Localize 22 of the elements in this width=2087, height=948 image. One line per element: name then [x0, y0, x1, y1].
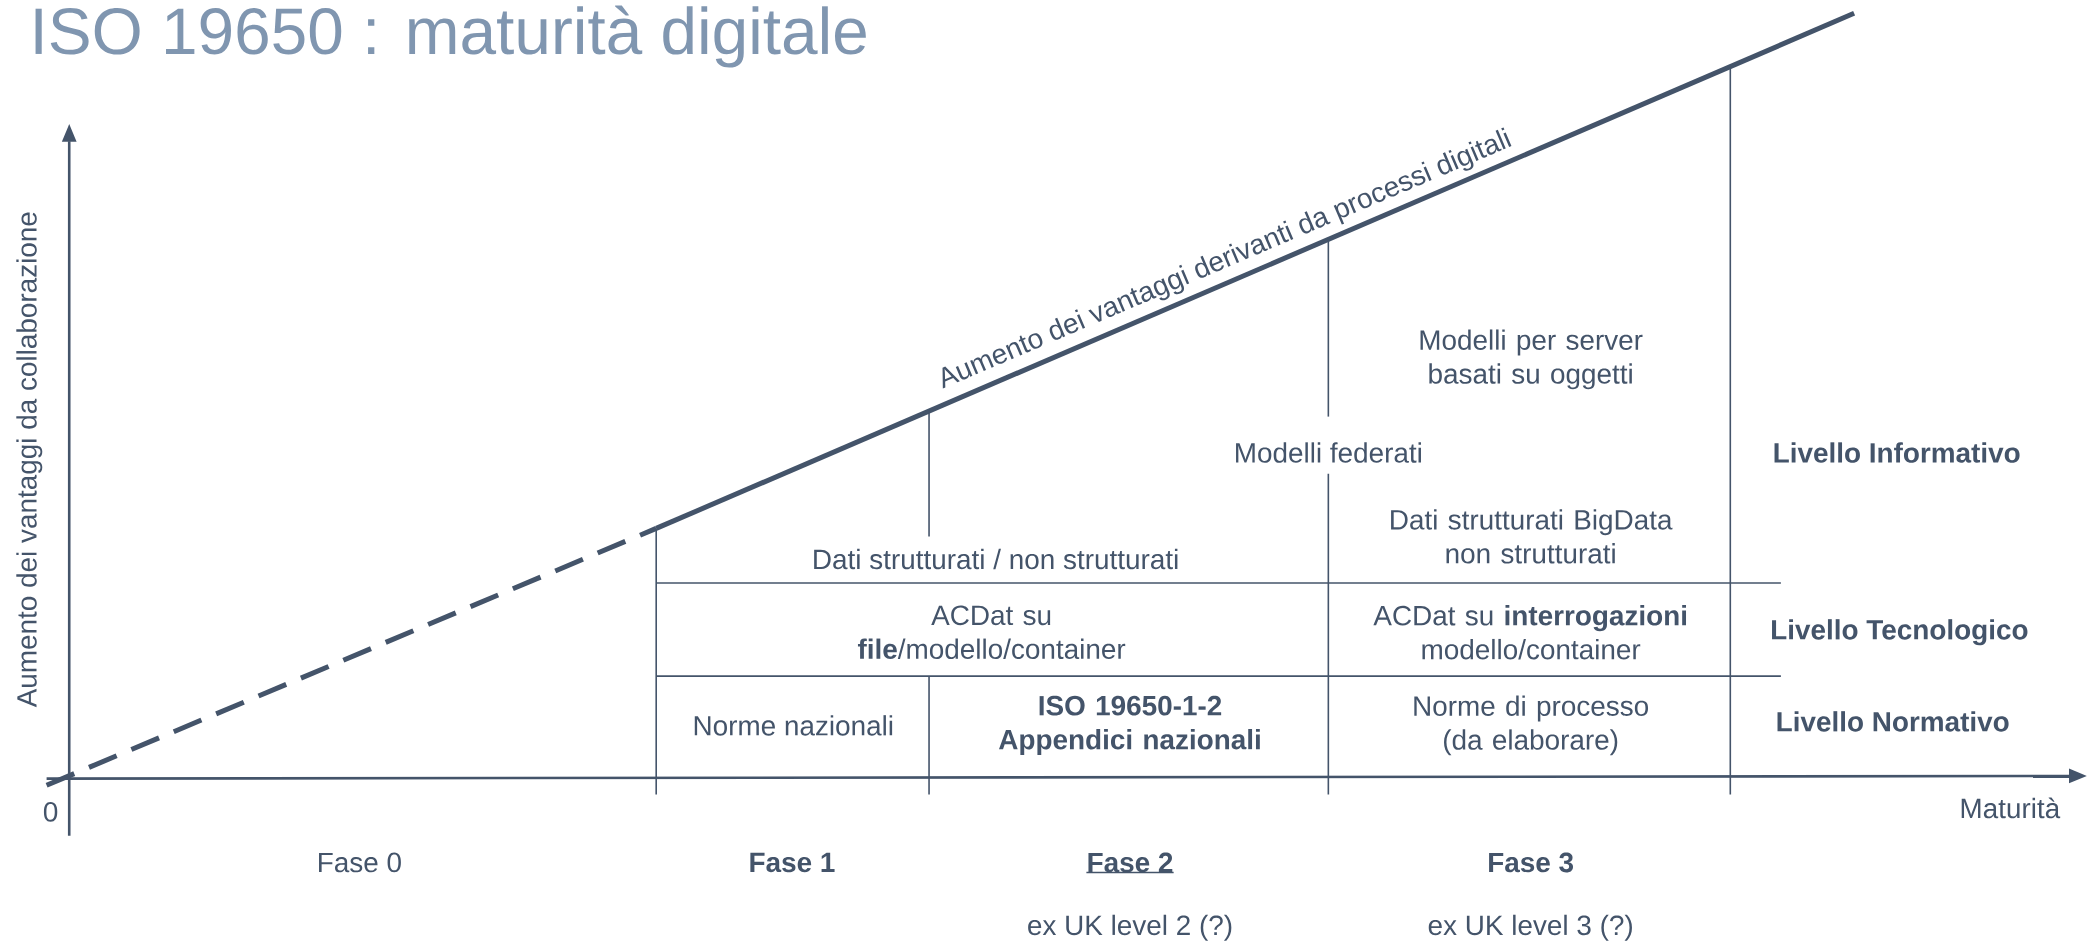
- level-label: Livello Tecnologico: [1772, 619, 2028, 646]
- cell-text: Dati strutturati BigData non strutturati: [1391, 509, 1673, 564]
- cell-text: Norme di processo (da elaborare): [1414, 695, 1648, 756]
- cell-text: Norme nazionali: [694, 715, 893, 736]
- cell-text: Modelli per server basati su oggetti: [1420, 329, 1643, 390]
- phase-label: Fase 0: [319, 852, 401, 873]
- phase-note: ex UK level 2 (?): [1028, 914, 1232, 941]
- level-label: Livello Informativo: [1774, 442, 2020, 463]
- cell-text: Dati strutturati / non strutturati: [814, 548, 1178, 570]
- phase-label: Fase 3: [1489, 852, 1574, 873]
- level-label: Livello Normativo: [1777, 711, 2009, 732]
- phase-note: ex UK level 3 (?): [1428, 914, 1632, 941]
- cell-text: ISO 19650-1-2 Appendici nazionali: [999, 696, 1260, 756]
- cell-text: ACDat su file/modello/container: [857, 605, 1126, 660]
- phase-label: Fase 1: [750, 852, 835, 873]
- phase-label: Fase 2: [1085, 852, 1175, 874]
- axis-title: Aumento dei vantaggi da collaborazione: [16, 212, 43, 708]
- title: ISO 19650 : maturità digitale: [35, 5, 866, 68]
- axis-label: Maturità: [1961, 797, 2061, 819]
- cell-text: ACDat su interrogazioni modello/container: [1373, 605, 1686, 660]
- axis-origin-label: 0: [43, 802, 58, 822]
- cell-text: Modelli federati: [1236, 442, 1421, 463]
